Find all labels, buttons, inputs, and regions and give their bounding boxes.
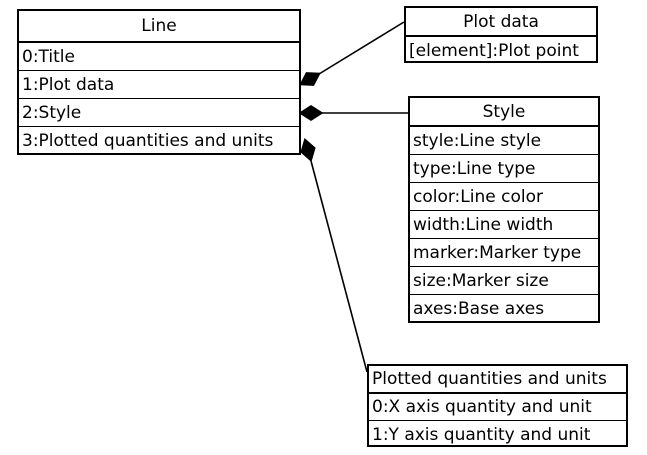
relation-line-to-style <box>298 105 408 121</box>
class-attribute-row[interactable]: 3:Plotted quantities and units <box>22 131 274 151</box>
class-title-plot-data: Plot data <box>406 8 596 37</box>
relation-line-to-plotted-quantities <box>300 137 368 373</box>
class-attribute-row[interactable]: 1:Plot data <box>19 71 299 99</box>
class-attribute-row[interactable]: size:Marker size <box>410 267 598 295</box>
class-box-plot-data[interactable]: Plot data [element]:Plot point <box>404 6 598 63</box>
class-attribute-row[interactable]: color:Line color <box>410 183 598 211</box>
class-attribute-row[interactable]: 1:Y axis quantity and unit <box>372 424 591 445</box>
class-title-plotted-quantities: Plotted quantities and units <box>369 366 626 394</box>
class-attribute-row[interactable]: marker:Marker type <box>410 239 598 267</box>
class-attribute-row[interactable]: axes:Base axes <box>413 299 545 319</box>
composition-diamond-icon <box>298 105 324 121</box>
class-attribute-row[interactable]: 0:X axis quantity and unit <box>369 394 626 421</box>
relation-line <box>318 21 405 75</box>
class-attribute-row[interactable]: [element]:Plot point <box>409 41 579 61</box>
class-attribute-row[interactable]: style:Line style <box>410 127 598 155</box>
class-attribute-row[interactable]: type:Line type <box>410 155 598 183</box>
class-attribute-row[interactable]: 2:Style <box>19 99 299 127</box>
relation-line <box>310 160 368 373</box>
relation-line-to-plot-data <box>299 21 405 86</box>
class-attribute-row[interactable]: width:Line width <box>410 211 598 239</box>
class-attribute-row[interactable]: 0:Title <box>19 43 299 71</box>
class-title-line: Line <box>19 11 299 43</box>
composition-diamond-icon <box>300 137 316 163</box>
class-title-style: Style <box>410 98 598 127</box>
